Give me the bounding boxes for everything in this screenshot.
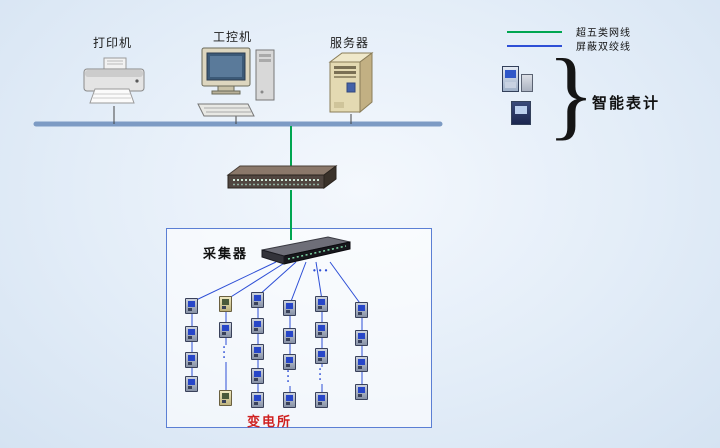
meter-device xyxy=(219,322,232,338)
collector-label: 采集器 xyxy=(203,246,249,261)
industrial-pc-icon xyxy=(194,46,278,120)
row-ellipsis-dots: ••• xyxy=(313,266,331,275)
meter-device xyxy=(185,326,198,342)
meter-device xyxy=(185,298,198,314)
industrial-pc-label: 工控机 xyxy=(213,30,253,44)
meter-device xyxy=(219,296,232,312)
meter-device xyxy=(283,392,296,408)
meter-device xyxy=(315,392,328,408)
network-switch-icon xyxy=(226,162,338,194)
meter-device xyxy=(315,322,328,338)
meter-device xyxy=(283,354,296,370)
meter-device xyxy=(251,344,264,360)
meter-device xyxy=(251,292,264,308)
meter-device xyxy=(315,348,328,364)
column-ellipsis-dots: ••• xyxy=(287,369,290,385)
column-ellipsis-dots: ••• xyxy=(319,367,322,383)
meter-device xyxy=(355,330,368,346)
server-label: 服务器 xyxy=(330,36,370,50)
meter-device xyxy=(283,300,296,316)
cat5e-line-sample xyxy=(507,30,562,33)
stp-label: 屏蔽双绞线 xyxy=(576,42,631,53)
meter-device xyxy=(355,302,368,318)
smart-meter-label: 智能表计 xyxy=(592,95,661,112)
smart-meter-brace: } xyxy=(547,38,595,149)
smart-meter-icon-small xyxy=(521,74,533,92)
stp-line-sample xyxy=(507,44,562,47)
meter-device xyxy=(355,356,368,372)
meter-device xyxy=(251,392,264,408)
printer-icon xyxy=(80,56,148,108)
cat5e-label: 超五类网线 xyxy=(576,28,631,39)
column-ellipsis-dots: ••• xyxy=(223,345,226,361)
meter-device xyxy=(251,318,264,334)
substation-label: 变电所 xyxy=(247,414,293,429)
meter-device xyxy=(355,384,368,400)
meter-device xyxy=(315,296,328,312)
legend-row-stp: 屏蔽双绞线 xyxy=(507,38,631,53)
server-icon xyxy=(322,50,380,120)
meter-device xyxy=(251,368,264,384)
smart-meter-icon-bottom xyxy=(511,101,531,125)
meter-device xyxy=(185,376,198,392)
collector-device-icon xyxy=(258,228,354,266)
meter-device xyxy=(185,352,198,368)
printer-label: 打印机 xyxy=(93,36,133,50)
legend-row-cat5e: 超五类网线 xyxy=(507,24,631,39)
meter-device xyxy=(283,328,296,344)
smart-meter-icon-top xyxy=(502,66,519,92)
meter-device xyxy=(219,390,232,406)
